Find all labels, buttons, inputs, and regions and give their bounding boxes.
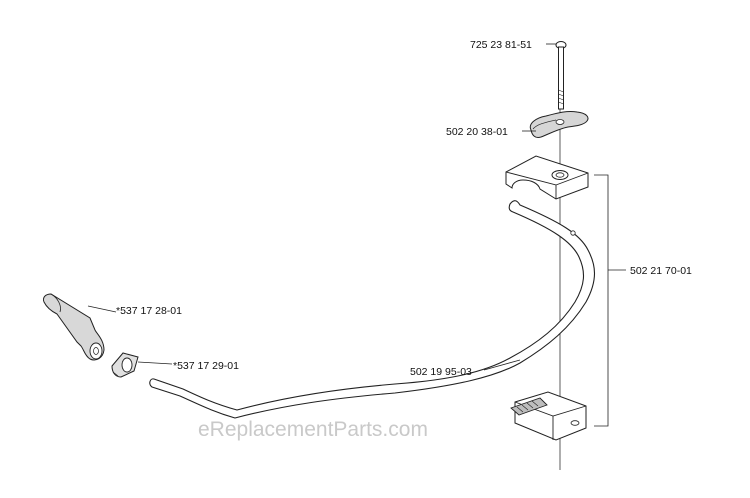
handle-bar-leader-line: [483, 359, 521, 371]
bolt-part[interactable]: [555, 41, 567, 110]
grip-ring-part[interactable]: [111, 352, 139, 378]
clamp-kit-part-number: 502 21 70-01: [630, 265, 692, 277]
lower-clamp-block[interactable]: [510, 391, 587, 441]
grip-left-part[interactable]: [43, 293, 105, 361]
knob-part-number: 502 20 38-01: [446, 126, 508, 138]
grip-ring-leader-line: [137, 361, 173, 365]
watermark-text: eReplacementParts.com: [198, 418, 428, 441]
bolt-part-number: 725 23 81-51: [470, 39, 532, 51]
upper-clamp-block[interactable]: [505, 155, 589, 200]
handle-bar-part[interactable]: [149, 200, 596, 419]
handle-bar-part-number: 502 19 95-03: [410, 366, 472, 378]
grip-ring-part-number: *537 17 29-01: [173, 360, 239, 372]
clamp-kit-bracket: [594, 174, 609, 427]
grip-left-part-number: *537 17 28-01: [116, 305, 182, 317]
knob-part[interactable]: [529, 111, 589, 138]
grip-left-leader-line: [87, 305, 117, 313]
